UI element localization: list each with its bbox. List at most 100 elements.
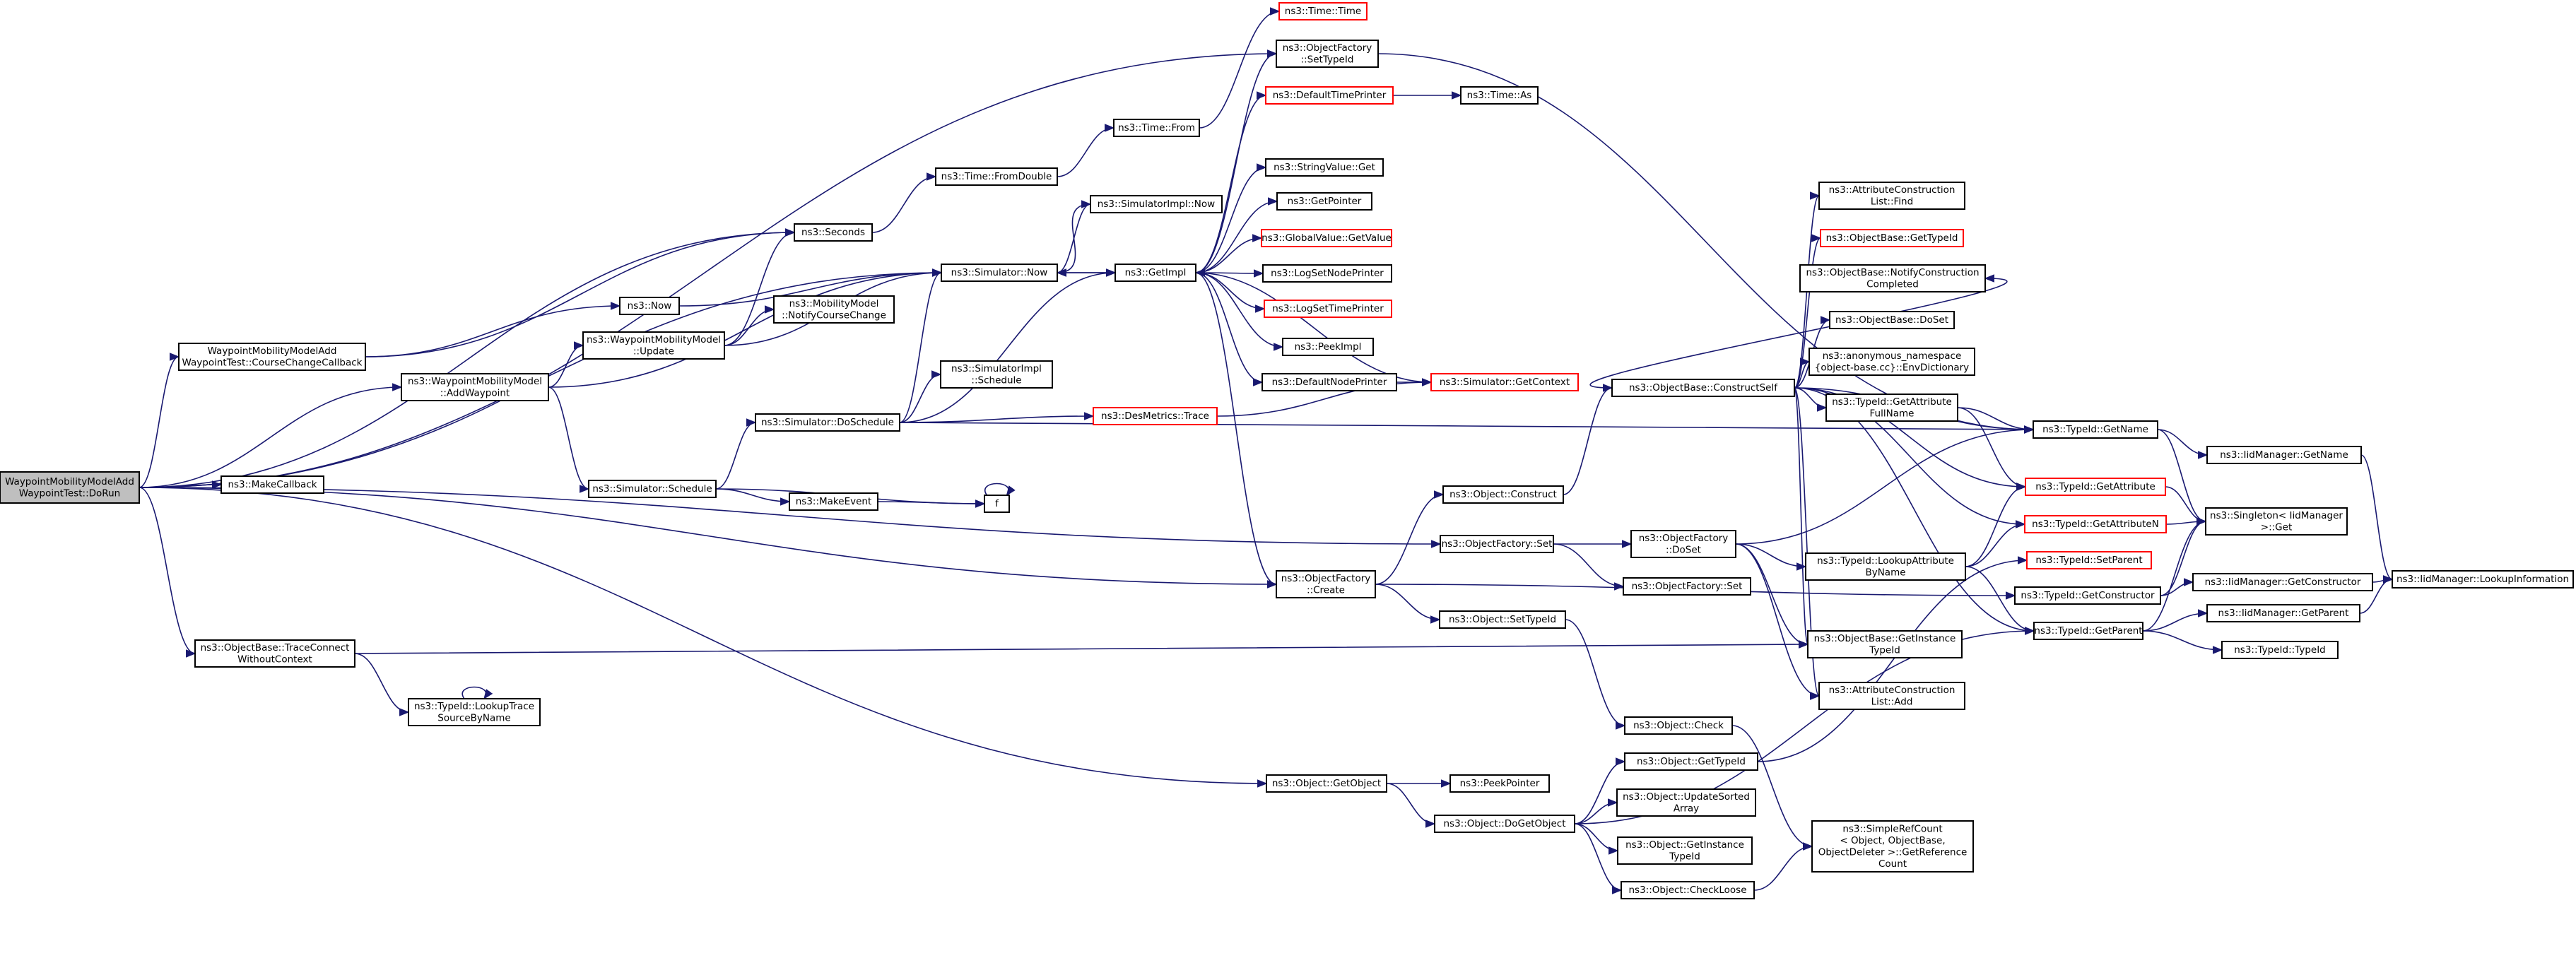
- node-tid-type-id[interactable]: ns3::TypeId::TypeId: [2221, 641, 2339, 659]
- node-label: ns3::Object::CheckLoose: [1628, 885, 1746, 896]
- node-wmm-update[interactable]: ns3::WaypointMobilityModel::Update: [582, 331, 725, 360]
- node-box: [1430, 373, 1579, 391]
- node-of-set-short[interactable]: ns3::ObjectFactory::Set: [1623, 577, 1751, 596]
- node-course-change[interactable]: WaypointMobilityModelAddWaypointTest::Co…: [178, 343, 366, 371]
- node-box: [2205, 507, 2348, 536]
- node-of-set[interactable]: ns3::ObjectFactory::Set: [1440, 535, 1554, 553]
- call-edge-obj-get-type-id-to-tid-set-parent: [1757, 556, 2028, 762]
- node-make-callback[interactable]: ns3::MakeCallback: [220, 475, 324, 494]
- node-now[interactable]: ns3::Now: [619, 297, 680, 315]
- node-obj-check-loose[interactable]: ns3::Object::CheckLoose: [1621, 881, 1755, 899]
- node-tid-get-name[interactable]: ns3::TypeId::GetName: [2033, 420, 2158, 439]
- node-string-value-get[interactable]: ns3::StringValue::Get: [1265, 158, 1384, 177]
- node-sim-get-context[interactable]: ns3::Simulator::GetContext: [1430, 373, 1579, 391]
- node-sim-impl-schedule[interactable]: ns3::SimulatorImpl::Schedule: [940, 360, 1053, 389]
- call-edge-trace-connect-to-ob-get-inst-type-id: [354, 640, 1809, 654]
- node-log-set-node[interactable]: ns3::LogSetNodePrinter: [1262, 264, 1392, 283]
- call-nodes: WaypointMobilityModelAddWaypointTest::Do…: [0, 2, 2574, 899]
- node-label: SourceByName: [437, 712, 510, 723]
- node-f[interactable]: f: [984, 495, 1010, 513]
- node-get-pointer[interactable]: ns3::GetPointer: [1276, 192, 1372, 211]
- node-sim-impl-now[interactable]: ns3::SimulatorImpl::Now: [1090, 195, 1223, 213]
- node-of-create[interactable]: ns3::ObjectFactory::Create: [1276, 570, 1376, 598]
- node-make-event[interactable]: ns3::MakeEvent: [789, 492, 878, 511]
- call-edge-obj-do-get-object-to-obj-check-loose: [1574, 823, 1623, 894]
- node-ob-construct-self[interactable]: ns3::ObjectBase::ConstructSelf: [1611, 379, 1795, 397]
- node-time-from[interactable]: ns3::Time::From: [1113, 119, 1200, 137]
- node-global-value-get[interactable]: ns3::GlobalValue::GetValue: [1261, 229, 1392, 247]
- node-singleton-get[interactable]: ns3::Singleton< IidManager >::Get: [2205, 507, 2348, 536]
- node-label: ns3::IidManager::GetConstructor: [2205, 576, 2361, 588]
- node-root[interactable]: WaypointMobilityModelAddWaypointTest::Do…: [0, 471, 140, 504]
- node-sim-schedule[interactable]: ns3::Simulator::Schedule: [588, 480, 717, 498]
- call-edge-course-change-to-now: [365, 302, 621, 357]
- node-anon-env[interactable]: ns3::anonymous_namespace{object-base.cc}…: [1809, 348, 1975, 376]
- node-peek-impl[interactable]: ns3::PeekImpl: [1282, 338, 1374, 356]
- node-box: [1113, 119, 1200, 137]
- node-iid-get-name[interactable]: ns3::IidManager::GetName: [2206, 446, 2362, 464]
- node-obj-do-get-object[interactable]: ns3::Object::DoGetObject: [1434, 815, 1575, 833]
- node-sim-now[interactable]: ns3::Simulator::Now: [941, 264, 1058, 282]
- node-tid-set-parent[interactable]: ns3::TypeId::SetParent: [2026, 551, 2152, 569]
- node-obj-get-type-id[interactable]: ns3::Object::GetTypeId: [1624, 752, 1758, 771]
- node-label: ns3::Object::GetInstance: [1625, 839, 1744, 851]
- node-label: ::Schedule: [971, 374, 1021, 386]
- node-iid-lookup-info[interactable]: ns3::IidManager::LookupInformation: [2392, 570, 2574, 589]
- node-box: [1820, 229, 1964, 247]
- node-box: [2026, 551, 2152, 569]
- node-box: [940, 360, 1053, 389]
- node-obj-get-object[interactable]: ns3::Object::GetObject: [1266, 774, 1387, 793]
- node-sim-do-schedule[interactable]: ns3::Simulator::DoSchedule: [755, 413, 900, 432]
- node-peek-pointer[interactable]: ns3::PeekPointer: [1449, 774, 1550, 793]
- node-of-do-set[interactable]: ns3::ObjectFactory::DoSet: [1630, 530, 1736, 558]
- node-mm-notify[interactable]: ns3::MobilityModel::NotifyCourseChange: [773, 295, 895, 324]
- node-ob-notify[interactable]: ns3::ObjectBase::NotifyConstructionCompl…: [1799, 264, 1986, 292]
- node-obj-construct[interactable]: ns3::Object::Construct: [1442, 485, 1564, 504]
- call-edge-tid-get-attr-full-to-tid-get-name: [1957, 407, 2035, 434]
- node-label: ns3::LogSetTimePrinter: [1272, 303, 1384, 314]
- node-log-set-time[interactable]: ns3::LogSetTimePrinter: [1264, 300, 1392, 318]
- node-def-node-printer[interactable]: ns3::DefaultNodePrinter: [1261, 373, 1397, 391]
- node-label: ::SetTypeId: [1301, 54, 1354, 65]
- node-time-time[interactable]: ns3::Time::Time: [1278, 2, 1368, 20]
- node-time-from-double[interactable]: ns3::Time::FromDouble: [935, 167, 1058, 186]
- node-tid-get-attribute[interactable]: ns3::TypeId::GetAttribute: [2025, 478, 2166, 496]
- node-iid-get-constructor[interactable]: ns3::IidManager::GetConstructor: [2192, 573, 2373, 591]
- node-tid-get-parent[interactable]: ns3::TypeId::GetParent: [2033, 622, 2143, 640]
- node-label: ns3::DesMetrics::Trace: [1101, 410, 1209, 422]
- call-edge-make-event-to-f: [877, 499, 986, 508]
- node-box: [1449, 774, 1550, 793]
- node-def-time-printer[interactable]: ns3::DefaultTimePrinter: [1265, 86, 1394, 105]
- call-edge-sim-do-schedule-to-tid-get-name: [899, 422, 2035, 434]
- node-time-as[interactable]: ns3::Time::As: [1460, 86, 1539, 105]
- call-edge-add-waypoint-to-sim-now: [548, 268, 943, 388]
- node-label: WaypointMobilityModelAdd: [5, 476, 134, 487]
- node-iid-get-parent[interactable]: ns3::IidManager::GetParent: [2206, 604, 2360, 622]
- node-box: [0, 471, 140, 504]
- node-label: WaypointMobilityModelAdd: [208, 345, 337, 357]
- node-obj-set-type-id[interactable]: ns3::Object::SetTypeId: [1439, 610, 1566, 629]
- call-edge-sim-get-context-to-get-impl: [1194, 268, 1432, 383]
- node-tid-get-constructor[interactable]: ns3::TypeId::GetConstructor: [2014, 586, 2161, 605]
- node-ob-do-set[interactable]: ns3::ObjectBase::DoSet: [1829, 311, 1955, 329]
- node-simple-ref[interactable]: ns3::SimpleRefCount< Object, ObjectBase,…: [1811, 820, 1974, 873]
- node-get-impl[interactable]: ns3::GetImpl: [1114, 264, 1196, 282]
- node-des-metrics[interactable]: ns3::DesMetrics::Trace: [1093, 407, 1218, 425]
- node-seconds[interactable]: ns3::Seconds: [794, 223, 873, 242]
- node-add-waypoint[interactable]: ns3::WaypointMobilityModel::AddWaypoint: [401, 373, 549, 401]
- node-tid-get-attribute-n[interactable]: ns3::TypeId::GetAttributeN: [2024, 515, 2167, 533]
- node-of-set-type-id[interactable]: ns3::ObjectFactory::SetTypeId: [1276, 40, 1379, 68]
- node-box: [178, 343, 366, 371]
- node-box: [773, 295, 895, 324]
- node-obj-check[interactable]: ns3::Object::Check: [1624, 716, 1733, 735]
- node-trace-connect[interactable]: ns3::ObjectBase::TraceConnectWithoutCont…: [194, 639, 355, 668]
- node-ob-get-type-id[interactable]: ns3::ObjectBase::GetTypeId: [1820, 229, 1964, 247]
